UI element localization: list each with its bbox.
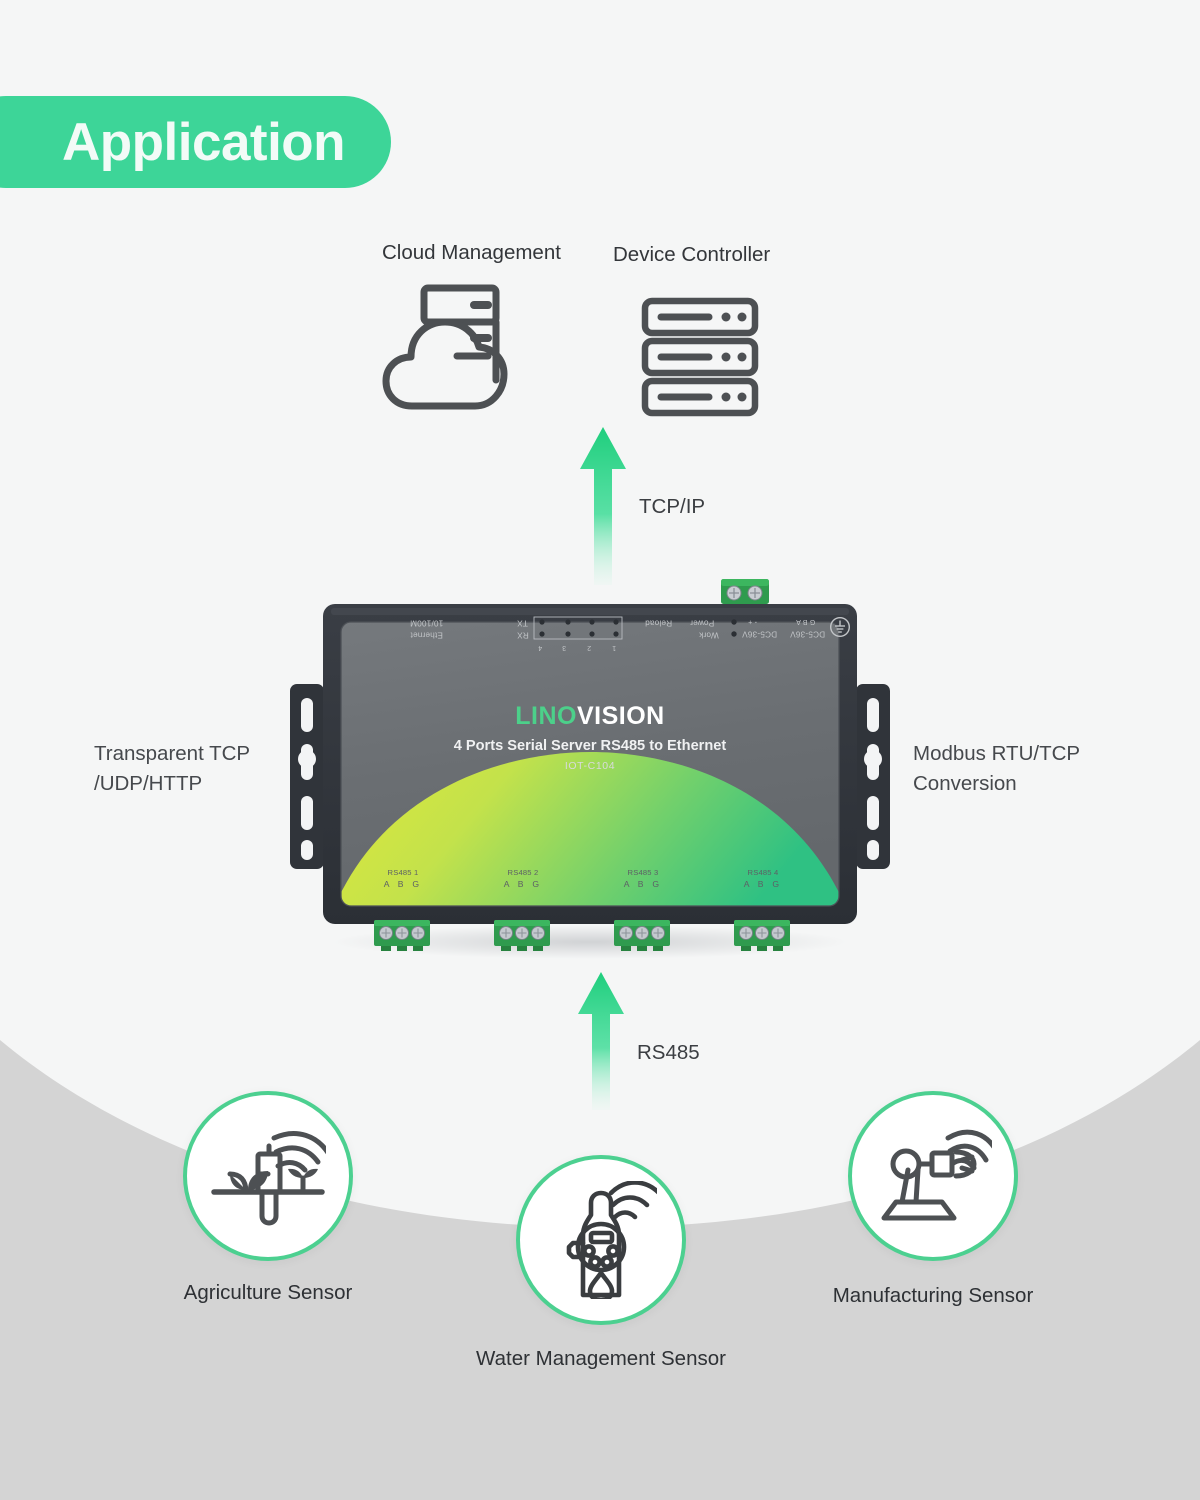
- device-chassis: [323, 604, 857, 924]
- rs485-port-3-name: RS485 3: [627, 868, 659, 877]
- silk-reload-label: Reload: [645, 618, 673, 628]
- silk-ethernet-name: Ethernet: [410, 630, 443, 640]
- water-meter-icon: [566, 1181, 657, 1299]
- device-model-code: IOT-C104: [564, 760, 616, 772]
- device-controller-label: Device Controller: [613, 243, 771, 266]
- sensor-label-water: Water Management Sensor: [476, 1347, 726, 1370]
- rs485-port-2-name: RS485 2: [507, 868, 539, 877]
- rs485-port-1-pins: A B G: [383, 879, 423, 889]
- cloud-server-icon: [382, 284, 508, 410]
- right-feature-label: Modbus RTU/TCP Conversion: [913, 739, 1080, 798]
- rs485-terminal-block-3: [614, 920, 670, 951]
- status-leds: [731, 619, 737, 637]
- application-badge: Application: [0, 96, 392, 188]
- silk-ethernet-block: Ethernet 10/100M: [410, 617, 443, 640]
- silk-rx-label: RX: [517, 630, 529, 640]
- rs485-arrow: [578, 972, 624, 1110]
- brand-lino: LINO: [515, 702, 577, 730]
- silk-power-right-name: DC5-36V: [790, 629, 826, 639]
- device-model-name: 4 Ports Serial Server RS485 to Ethernet: [453, 738, 727, 754]
- application-badge-label: Application: [62, 112, 346, 172]
- rs485-port-4-name: RS485 4: [747, 868, 779, 877]
- rs485-terminal-block-4: [734, 920, 790, 951]
- brand-vision: VISION: [576, 702, 665, 730]
- agriculture-sensor-icon: [211, 1131, 326, 1226]
- rs485-port-1-name: RS485 1: [387, 868, 419, 877]
- left-feature-line1: Transparent TCP: [94, 742, 251, 765]
- rs485-label: RS485: [637, 1041, 700, 1064]
- power-connector-top: [721, 579, 769, 608]
- earth-ground-icon: [829, 616, 851, 638]
- left-feature-line2: /UDP/HTTP: [94, 771, 203, 795]
- sensor-circle-water: [516, 1155, 686, 1325]
- rs485-port-2-silk: RS485 2 A B G: [488, 868, 558, 889]
- mounting-bracket-right: [856, 684, 890, 869]
- tcpip-label: TCP/IP: [639, 495, 706, 518]
- silk-ethernet-speed: 10/100M: [410, 618, 444, 628]
- rs485-port-4-silk: RS485 4 A B G: [728, 868, 798, 889]
- silk-work-label: Work: [699, 630, 719, 640]
- silk-power-right-pins: G B A: [796, 617, 816, 625]
- rs485-port-1-silk: RS485 1 A B G: [368, 868, 438, 889]
- rs485-port-4-pins: A B G: [743, 879, 783, 889]
- mounting-bracket-left: [290, 684, 324, 869]
- rs485-port-3-pins: A B G: [623, 879, 663, 889]
- silk-power-left-name: DC5-36V: [742, 629, 778, 639]
- sensor-circle-agriculture: [183, 1091, 353, 1261]
- silk-power-label: Power: [690, 618, 715, 628]
- cloud-management-label: Cloud Management: [382, 241, 561, 264]
- device-brand: LINOVISION: [290, 702, 890, 731]
- sensor-circle-manufacturing: [848, 1091, 1018, 1261]
- port-led-matrix: [533, 616, 623, 640]
- robot-arm-icon: [881, 1129, 992, 1221]
- rs485-port-2-pins: A B G: [503, 879, 543, 889]
- rs485-terminal-block-2: [494, 920, 550, 951]
- right-feature-line1: Modbus RTU/TCP: [913, 742, 1081, 765]
- silk-port-number-1: 1: [612, 643, 617, 651]
- silk-tx-label: TX: [517, 618, 528, 628]
- serial-server-device: Ethernet 10/100M TX RX 4 3 2 1 Reload Po…: [290, 572, 890, 967]
- silk-port-number-2: 2: [587, 643, 592, 651]
- sensor-label-manufacturing: Manufacturing Sensor: [832, 1284, 1034, 1307]
- silk-port-number-4: 4: [538, 643, 543, 651]
- left-feature-label: Transparent TCP /UDP/HTTP: [94, 739, 250, 798]
- server-rack-icon: [641, 297, 759, 417]
- right-feature-line2: Conversion: [913, 771, 1017, 795]
- tcpip-arrow: [580, 427, 626, 585]
- sensor-label-agriculture: Agriculture Sensor: [183, 1281, 353, 1304]
- rs485-port-3-silk: RS485 3 A B G: [608, 868, 678, 889]
- rs485-terminal-block-1: [374, 920, 430, 951]
- silk-power-left-pins: - +: [748, 617, 757, 625]
- silk-port-number-3: 3: [562, 643, 567, 651]
